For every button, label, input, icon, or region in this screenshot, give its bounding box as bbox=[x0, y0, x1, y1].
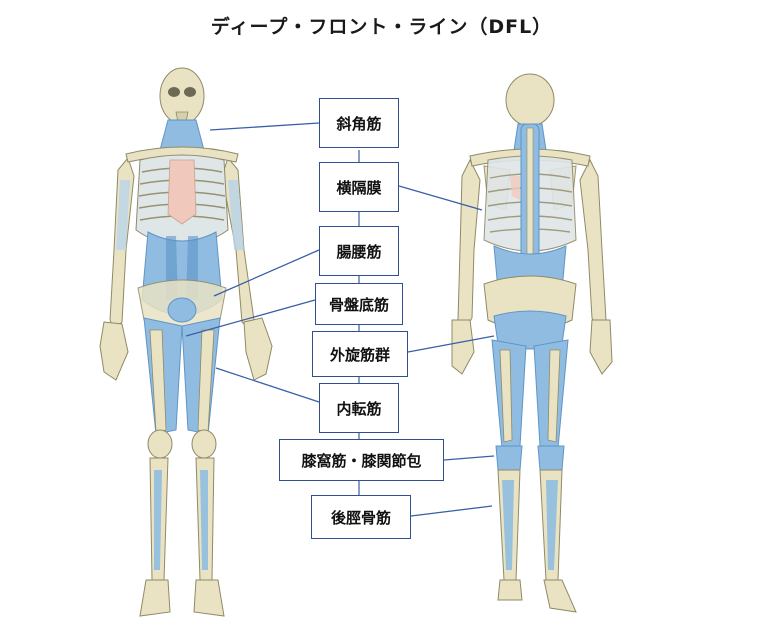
label-iliopsoas: 腸腰筋 bbox=[319, 226, 399, 276]
label-pelvic-floor: 骨盤底筋 bbox=[315, 283, 403, 325]
leader-line-iliopsoas bbox=[213, 249, 320, 297]
label-popliteus-knee-capsule: 膝窩筋・膝関節包 bbox=[279, 439, 444, 481]
leader-line-diaphragm bbox=[398, 185, 483, 211]
leader-line-tibialis-posterior bbox=[410, 505, 493, 517]
label-external-rotators: 外旋筋群 bbox=[312, 331, 408, 377]
leader-line-popliteus bbox=[443, 455, 495, 461]
leader-line-scalenes bbox=[209, 122, 320, 131]
diagram-title: ディープ・フロント・ライン（DFL） bbox=[210, 16, 553, 38]
label-scalenes: 斜角筋 bbox=[319, 98, 399, 148]
label-tibialis-posterior: 後脛骨筋 bbox=[311, 495, 411, 539]
back-skeleton-figure bbox=[451, 73, 613, 613]
label-diaphragm: 横隔膜 bbox=[319, 162, 399, 212]
leader-line-pelvic-floor bbox=[185, 299, 316, 337]
label-adductors: 内転筋 bbox=[319, 383, 399, 433]
leader-line-adductors bbox=[215, 367, 320, 403]
leader-line-external-rotators bbox=[407, 335, 495, 353]
front-skeleton-figure bbox=[99, 67, 273, 617]
